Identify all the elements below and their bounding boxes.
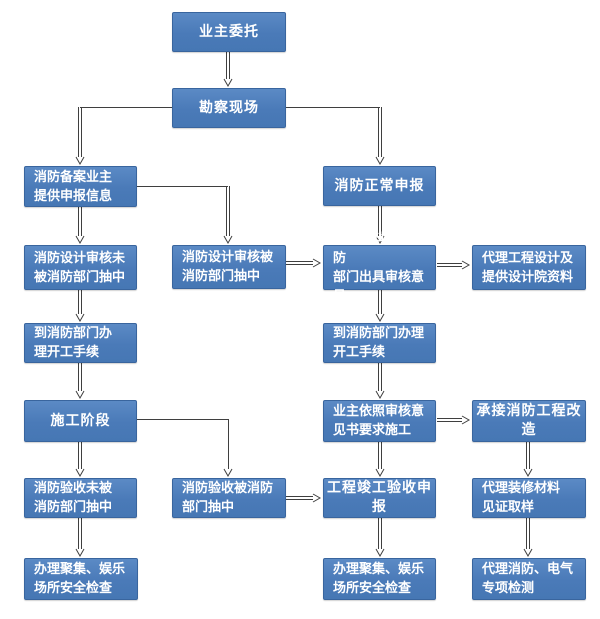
node-agent-fire-electrical-testing: 代理消防、电气 专项检测 [472,558,586,600]
node-acceptance-selected: 消防验收被消防 部门抽中 [172,478,286,518]
node-agent-engineering-design: 代理工程设计及 提供设计院资料 [472,245,586,290]
node-acceptance-not-selected: 消防验收未被 消防部门抽中 [24,478,137,518]
node-design-review-selected: 消防设计审核被 消防部门抽中 [172,245,286,289]
node-undertake-fire-renovation: 承接消防工程改造 [472,400,586,442]
node-design-review-not-selected: 消防设计审核未 被消防部门抽中 [24,245,137,290]
node-owner-entrust: 业主委托 [172,12,286,52]
node-assembly-venue-safety-check-left: 办理聚集、娱乐 场所安全检查 [24,558,138,600]
node-assembly-venue-safety-check-right: 办理聚集、娱乐 场所安全检查 [323,558,436,600]
node-start-formalities-left: 到消防部门办 理开工手续 [24,323,137,363]
node-agent-decoration-material-sampling: 代理装修材料 见证取样 [472,478,586,518]
node-site-survey: 勘察现场 [172,88,286,128]
node-filing-owner-info: 消防备案业主 提供申报信息 [24,166,137,207]
node-normal-application: 消防正常申报 [323,166,436,206]
node-completion-acceptance-application: 工程竣工验收申报 [323,478,436,518]
node-construction-phase: 施工阶段 [24,400,137,442]
node-start-formalities-right: 到消防部门办理 开工手续 [323,323,436,363]
node-construct-per-review-opinion: 业主依照审核意 见书要求施工 [323,400,436,442]
node-submit-materials-review-opinion: 申报材料递交消防 部门出具审核意见 [323,232,436,304]
